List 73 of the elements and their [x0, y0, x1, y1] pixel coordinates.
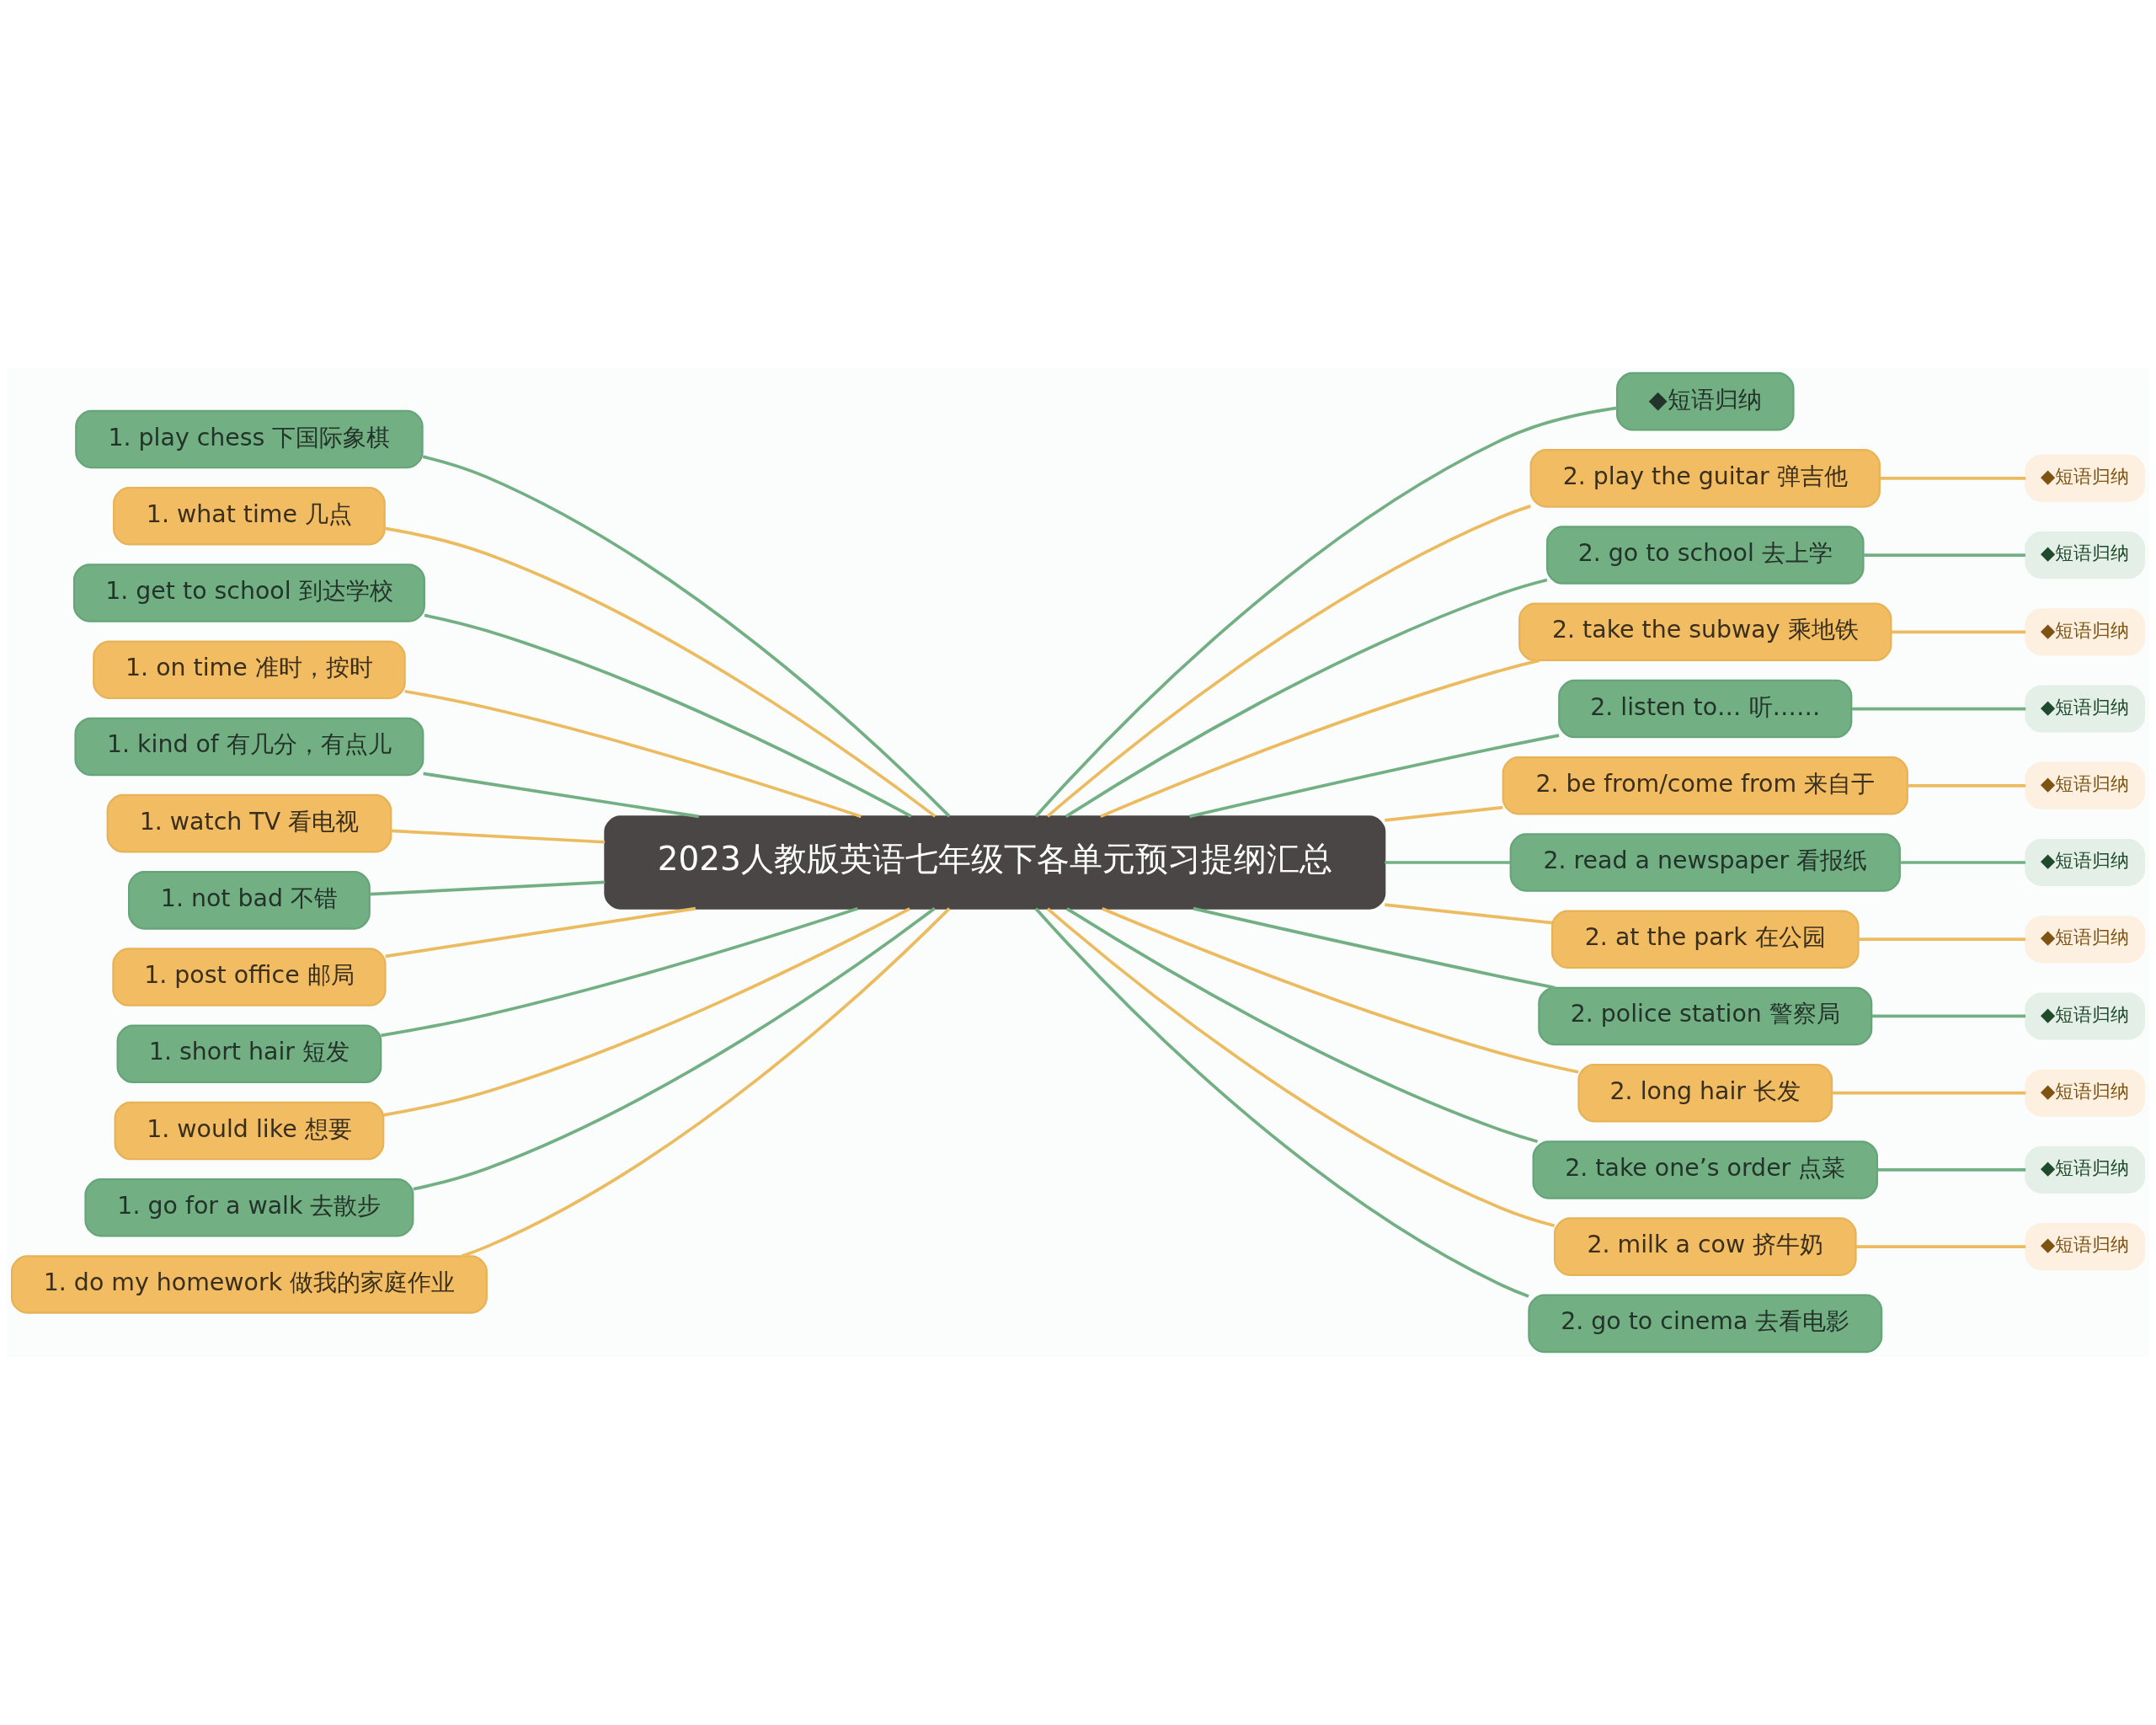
- connector: [1385, 861, 1511, 864]
- node-box: 2. be from/come from 来自于: [1502, 756, 1908, 815]
- connector: [1046, 907, 1556, 1228]
- node-box: 1. short hair 短发: [116, 1024, 382, 1084]
- node-box: ◆短语归纳: [2025, 916, 2146, 964]
- connector: [461, 907, 951, 1258]
- connector: [1034, 907, 1529, 1298]
- connector: [413, 907, 936, 1191]
- node-box: 2. go to cinema 去看电影: [1528, 1294, 1883, 1354]
- node-box: 2. play the guitar 弹吉他: [1529, 449, 1881, 508]
- node-box: 1. play chess 下国际象棋: [75, 409, 424, 469]
- connector: [1877, 1168, 2026, 1172]
- connector: [383, 907, 911, 1117]
- node-box: 1. would like 想要: [114, 1101, 385, 1161]
- connector: [1193, 906, 1556, 990]
- connector: [1189, 734, 1560, 819]
- connector: [404, 689, 862, 819]
- node-box: 2. at the park 在公园: [1550, 910, 1860, 969]
- connector: [424, 613, 912, 818]
- connector: [1858, 937, 2025, 942]
- node-box: 1. do my homework 做我的家庭作业: [10, 1255, 488, 1314]
- node-box: ◆短语归纳: [2025, 838, 2146, 887]
- node-box: 1. get to school 到达学校: [72, 563, 425, 622]
- node-box: 2. listen to… 听……: [1558, 679, 1853, 739]
- connector: [385, 526, 937, 818]
- connector: [1832, 1091, 2026, 1095]
- connector: [1065, 907, 1538, 1144]
- node-box: ◆短语归纳: [2025, 761, 2146, 809]
- node-box: 2. take the subway 乘地铁: [1518, 602, 1892, 662]
- connector: [423, 772, 699, 819]
- connector: [422, 455, 951, 818]
- connector: [385, 906, 696, 959]
- node-box: 1. kind of 有几分，有点儿: [74, 717, 424, 777]
- node-box: ◆短语归纳: [2025, 454, 2146, 502]
- node-box: 1. what time 几点: [113, 486, 386, 546]
- connector: [370, 880, 606, 896]
- connector: [1065, 578, 1548, 818]
- connector: [1101, 906, 1579, 1074]
- connector: [391, 829, 606, 844]
- connector: [1891, 630, 2025, 634]
- connector: [1908, 783, 2026, 788]
- node-box: 1. not bad 不错: [128, 871, 371, 930]
- connector: [381, 906, 858, 1038]
- node-box: 1. on time 准时，按时: [93, 640, 406, 699]
- node-box: ◆短语归纳: [2025, 992, 2146, 1040]
- connector: [1034, 406, 1618, 818]
- node-box: 2. go to school 去上学: [1545, 526, 1865, 585]
- node-box: ◆短语归纳: [2025, 685, 2146, 733]
- connector: [1046, 505, 1531, 818]
- connector: [1871, 1014, 2026, 1018]
- connector: [1864, 553, 2025, 557]
- node-box: 1. post office 邮局: [112, 948, 387, 1007]
- connector: [1900, 861, 2025, 864]
- node-box: 2. long hair 长发: [1577, 1063, 1833, 1123]
- node-box: 2023人教版英语七年级下各单元预习提纲汇总: [604, 815, 1386, 910]
- node-box: ◆短语归纳: [2025, 1069, 2146, 1117]
- node-box: ◆短语归纳: [2025, 1223, 2146, 1271]
- connector: [1851, 707, 2026, 711]
- node-box: 1. go for a walk 去散步: [84, 1178, 414, 1237]
- connector: [1880, 477, 2026, 480]
- node-box: 2. read a newspaper 看报纸: [1509, 833, 1901, 892]
- connector: [1855, 1245, 2026, 1248]
- node-box: ◆短语归纳: [2025, 1146, 2146, 1194]
- node-box: ◆短语归纳: [1615, 371, 1795, 431]
- node-box: ◆短语归纳: [2025, 608, 2146, 656]
- node-box: 1. watch TV 看电视: [106, 793, 392, 853]
- connector: [1385, 903, 1553, 925]
- node-box: 2. milk a cow 挤牛奶: [1553, 1217, 1857, 1276]
- node-box: 2. police station 警察局: [1538, 986, 1873, 1046]
- node-box: 2. take one’s order 点菜: [1532, 1140, 1879, 1199]
- node-box: ◆短语归纳: [2025, 531, 2146, 579]
- connector: [1385, 805, 1503, 822]
- connector: [1100, 659, 1540, 819]
